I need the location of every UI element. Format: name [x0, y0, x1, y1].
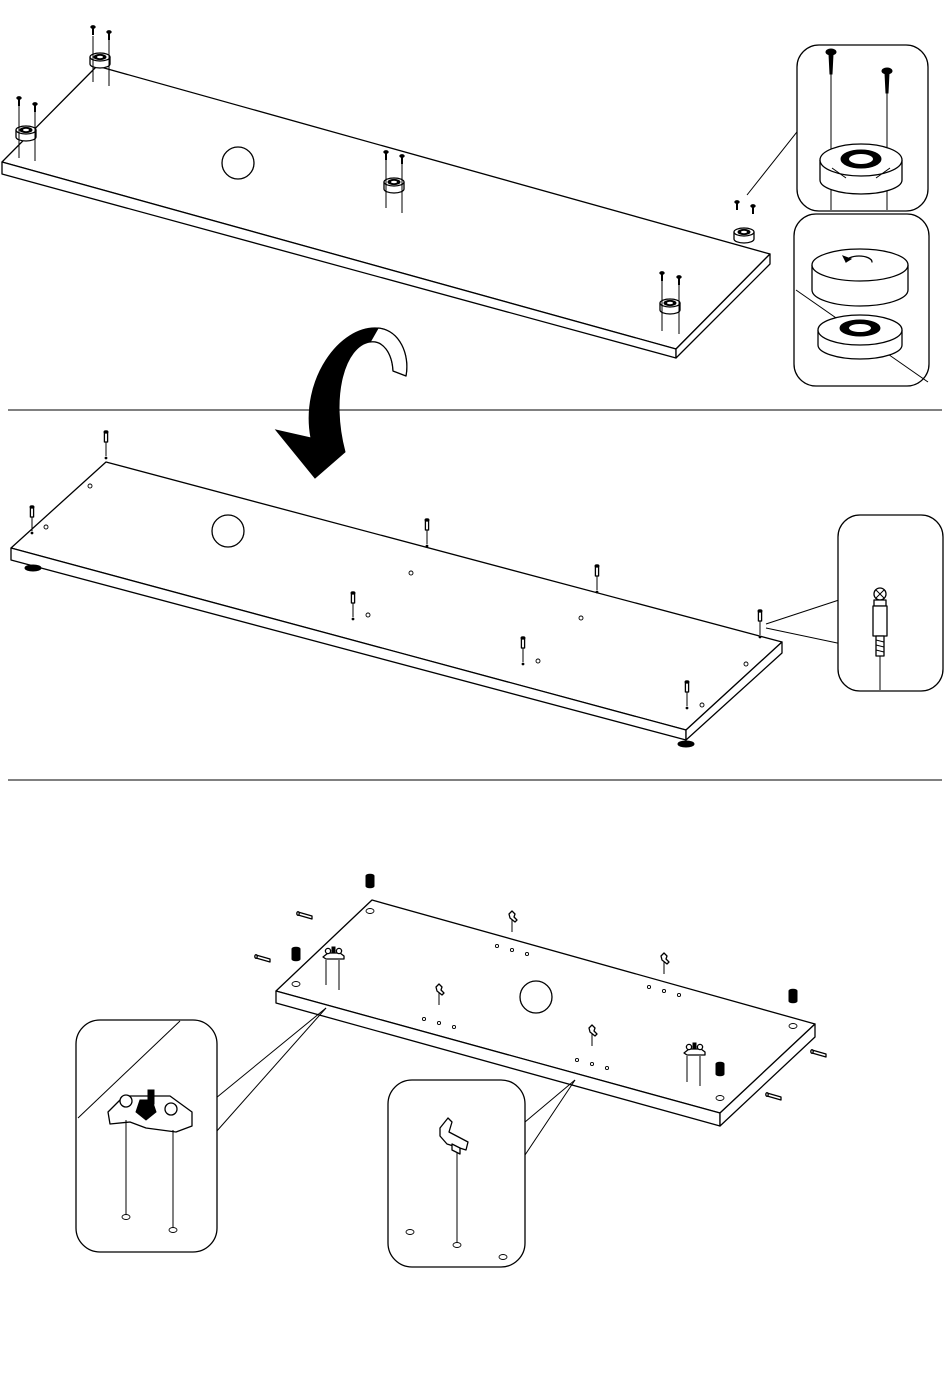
- hinge-plate-detail: [76, 1020, 217, 1252]
- leveling-foot-detail: [797, 45, 928, 211]
- cable-hole: [520, 981, 552, 1013]
- foot-cap-detail: [794, 214, 929, 386]
- flip-arrow-icon: [276, 328, 407, 478]
- step-3-panel: [76, 874, 826, 1267]
- cable-hole: [212, 515, 244, 547]
- cam-dowel-detail: [838, 515, 943, 691]
- cable-hole: [222, 147, 254, 179]
- board-top-face: [11, 462, 782, 730]
- shelf-support-detail: [388, 1080, 525, 1267]
- step-2-panel: [11, 431, 943, 747]
- leveling-foot-icon: [734, 201, 755, 243]
